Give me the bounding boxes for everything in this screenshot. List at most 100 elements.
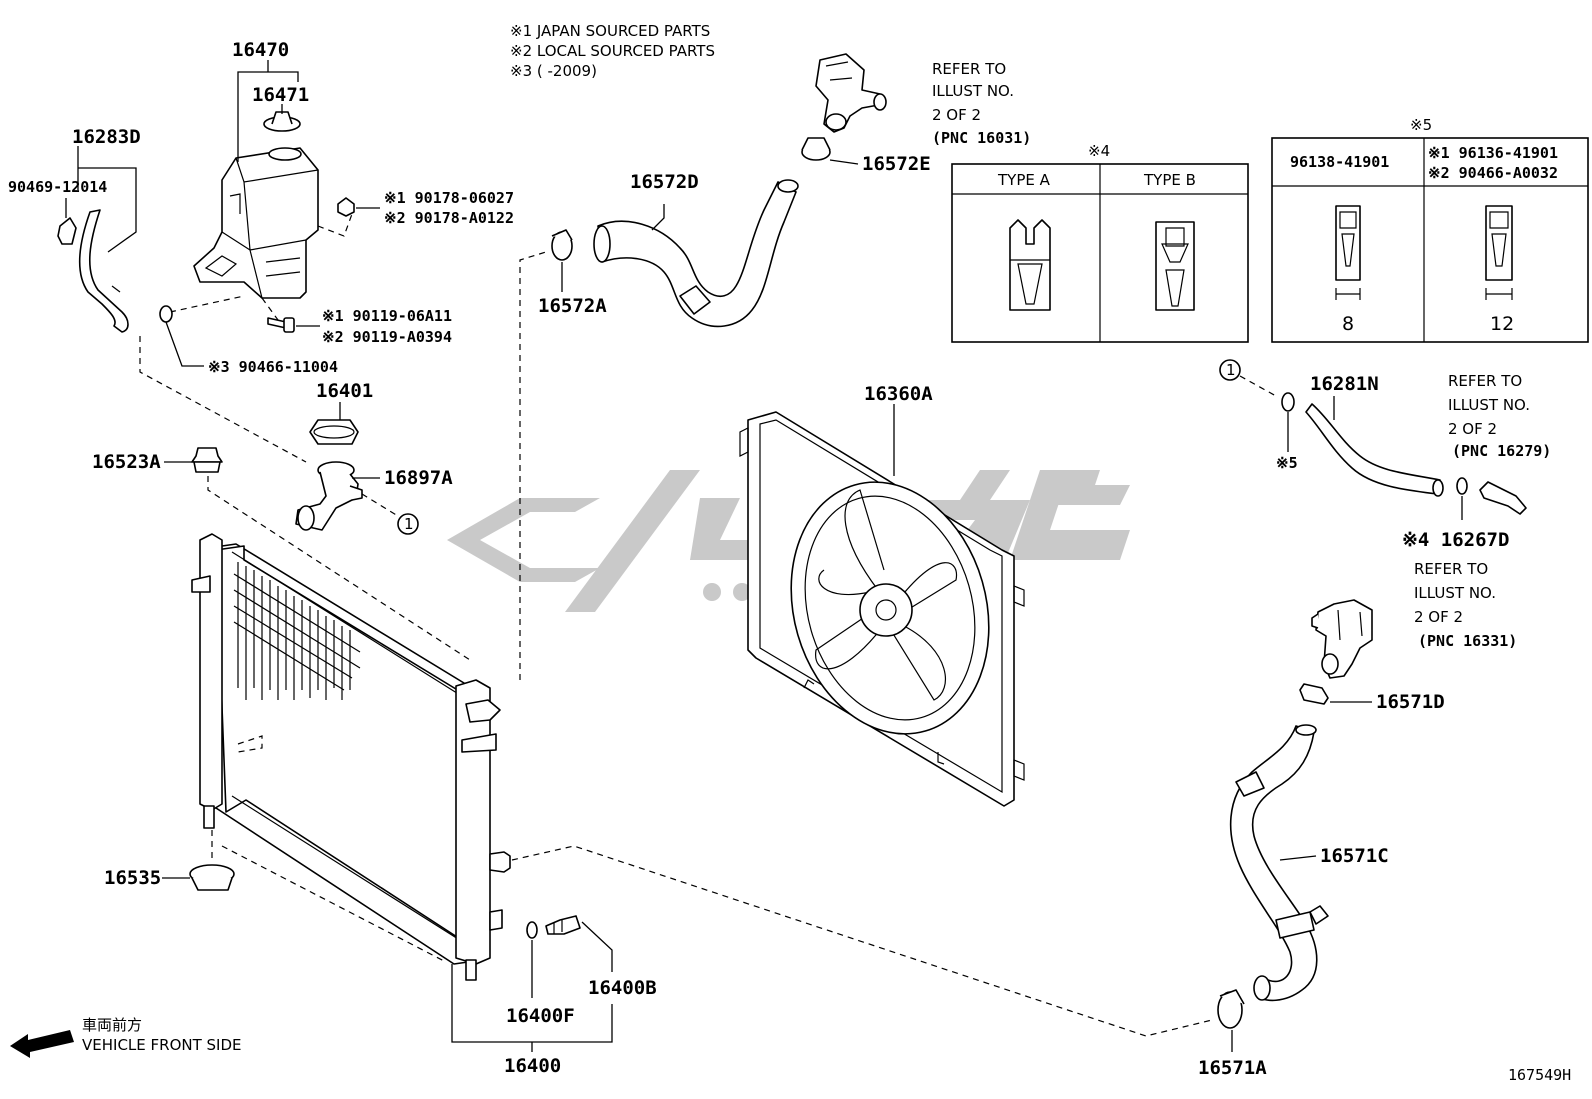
water-inlet[interactable] xyxy=(1311,599,1373,679)
table5-right-size: 12 xyxy=(1490,313,1514,335)
clamp-16572a[interactable] xyxy=(551,229,573,261)
part-16401-label[interactable]: 16401 xyxy=(316,380,373,402)
svg-text:ILLUST NO.: ILLUST NO. xyxy=(1414,584,1496,602)
nut-90178[interactable] xyxy=(337,197,355,217)
svg-text:(PNC 16279): (PNC 16279) xyxy=(1452,442,1551,460)
upper-hose[interactable] xyxy=(593,179,799,328)
dash-circle-clip xyxy=(1239,375,1277,397)
table5-left-pn: 96138-41901 xyxy=(1290,153,1389,171)
svg-text:(PNC 16031): (PNC 16031) xyxy=(932,129,1031,147)
part-16471-label[interactable]: 16471 xyxy=(252,84,309,106)
part-16571a-label[interactable]: 16571A xyxy=(1198,1057,1267,1079)
part-16572d-label[interactable]: 16572D xyxy=(630,171,699,193)
ref-circle-1a: 1 xyxy=(397,513,419,535)
filler-neck[interactable] xyxy=(295,461,363,531)
clamp-16572e[interactable] xyxy=(801,137,831,161)
reservoir-tank[interactable] xyxy=(193,147,319,299)
table4-title: ※4 xyxy=(1088,142,1110,160)
bypass-hose[interactable] xyxy=(1305,403,1444,497)
clip-size-8-icon xyxy=(1335,205,1361,300)
clip-5-hose[interactable] xyxy=(1281,392,1295,412)
table5-left-size: 8 xyxy=(1342,313,1354,335)
fan-shroud[interactable] xyxy=(739,411,1025,807)
part-90119-a0394-label[interactable]: ※2 90119-A0394 xyxy=(322,328,452,346)
dash-neck-circle xyxy=(361,493,399,517)
part-16572e-label[interactable]: 16572E xyxy=(862,153,931,175)
lower-hose[interactable] xyxy=(1229,724,1329,1002)
refer-16279-text: REFER TO ILLUST NO. 2 OF 2 (PNC 16279) xyxy=(1448,372,1551,460)
upper-cushion[interactable] xyxy=(191,447,223,473)
hose-16283d[interactable] xyxy=(78,209,129,333)
drain-gasket[interactable] xyxy=(526,921,538,939)
table-clip-sizes: ※5 96138-41901 ※1 96136-41901 ※2 90466-A… xyxy=(1271,116,1589,343)
clip-size-12-icon xyxy=(1485,205,1513,300)
front-side-en: VEHICLE FRONT SIDE xyxy=(82,1036,242,1054)
dash-radiator-inner xyxy=(237,735,263,753)
leader-16470 xyxy=(237,60,299,162)
note-japan-sourced: ※1 JAPAN SOURCED PARTS xyxy=(510,22,710,40)
part-16897a-label[interactable]: 16897A xyxy=(384,467,453,489)
radiator-cap[interactable] xyxy=(309,419,359,445)
part-16470-label[interactable]: 16470 xyxy=(232,39,289,61)
bolt-90119[interactable] xyxy=(267,317,295,333)
svg-text:2 OF 2: 2 OF 2 xyxy=(932,106,981,124)
part-16400-label[interactable]: 16400 xyxy=(504,1055,561,1077)
part-16281n-label[interactable]: 16281N xyxy=(1310,373,1379,395)
radiator[interactable] xyxy=(191,533,511,981)
dash-cushion-lower xyxy=(211,830,447,963)
part-16360a-label[interactable]: 16360A xyxy=(864,383,933,405)
lower-cushion[interactable] xyxy=(189,864,235,891)
dash-cushion-upper xyxy=(207,476,471,661)
clip-90469[interactable] xyxy=(57,217,77,245)
dash-hose-to-neck xyxy=(139,336,307,463)
table5-right-pn2: ※2 90466-A0032 xyxy=(1428,164,1558,182)
front-arrow-icon xyxy=(10,1030,74,1058)
part-90178-06027-label[interactable]: ※1 90178-06027 xyxy=(384,189,514,207)
dash-lower-clamp xyxy=(511,845,1213,1037)
part-90466-11004-label[interactable]: ※3 90466-11004 xyxy=(208,358,338,376)
table4-type-b: TYPE B xyxy=(1143,171,1196,189)
bypass-pipe[interactable] xyxy=(1479,481,1527,515)
part-16283d-label[interactable]: 16283D xyxy=(72,126,141,148)
clip-type-a-icon xyxy=(1009,219,1051,311)
water-outlet[interactable] xyxy=(815,53,887,133)
table5-right-pn1: ※1 96136-41901 xyxy=(1428,144,1558,162)
radiator-fins xyxy=(233,562,361,700)
leader-90466 xyxy=(165,321,204,367)
drain-cock[interactable] xyxy=(545,915,581,935)
svg-text:2 OF 2: 2 OF 2 xyxy=(1414,608,1463,626)
part-16571c-label[interactable]: 16571C xyxy=(1320,845,1389,867)
clip-16571d[interactable] xyxy=(1299,683,1329,705)
ref-circle-1b: 1 xyxy=(1219,359,1241,381)
svg-text:1: 1 xyxy=(404,515,414,533)
leader-drain xyxy=(531,921,613,998)
part-16535-label[interactable]: 16535 xyxy=(104,867,161,889)
clamp-16571a[interactable] xyxy=(1217,989,1245,1029)
refer-16331-text: REFER TO ILLUST NO. 2 OF 2 (PNC 16331) xyxy=(1414,560,1517,650)
part-16572a-label[interactable]: 16572A xyxy=(538,295,607,317)
part-90119-06a11-label[interactable]: ※1 90119-06A11 xyxy=(322,307,452,325)
illustration-number: 167549H xyxy=(1508,1066,1571,1084)
part-16400f-label[interactable]: 16400F xyxy=(506,1005,575,1027)
note-local-sourced: ※2 LOCAL SOURCED PARTS xyxy=(510,42,715,60)
part-16523a-label[interactable]: 16523A xyxy=(92,451,161,473)
svg-text:REFER TO: REFER TO xyxy=(1414,560,1488,578)
note-up-to-2009: ※3 ( -2009) xyxy=(510,62,597,80)
clip-90466[interactable] xyxy=(159,305,173,323)
clip-16267d[interactable] xyxy=(1456,477,1468,495)
svg-text:REFER TO: REFER TO xyxy=(1448,372,1522,390)
part-16571d-label[interactable]: 16571D xyxy=(1376,691,1445,713)
leader-16283d xyxy=(77,146,137,253)
part-16267d-label[interactable]: ※4 16267D xyxy=(1402,529,1509,551)
part-90178-a0122-label[interactable]: ※2 90178-A0122 xyxy=(384,209,514,227)
svg-text:ILLUST NO.: ILLUST NO. xyxy=(1448,396,1530,414)
table5-title: ※5 xyxy=(1410,116,1432,134)
leader-16572d xyxy=(651,204,665,231)
dash-tank-hose xyxy=(169,295,279,321)
reservoir-cap[interactable] xyxy=(263,111,301,132)
note-s5-label: ※5 xyxy=(1276,454,1298,472)
part-90469-12014-label[interactable]: 90469-12014 xyxy=(8,178,107,196)
svg-text:(PNC 16331): (PNC 16331) xyxy=(1418,632,1517,650)
part-16400b-label[interactable]: 16400B xyxy=(588,977,657,999)
refer-16031-text: REFER TO ILLUST NO. 2 OF 2 (PNC 16031) xyxy=(932,60,1031,147)
